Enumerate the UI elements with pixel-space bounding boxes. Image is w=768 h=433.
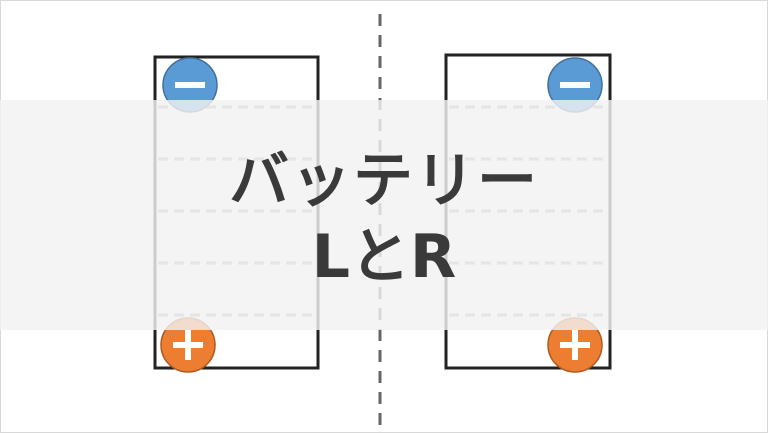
title-line-2: LとR	[311, 222, 457, 292]
title-band	[0, 100, 768, 330]
minus-icon	[547, 57, 603, 113]
title-line-1: バッテリー	[229, 146, 539, 216]
